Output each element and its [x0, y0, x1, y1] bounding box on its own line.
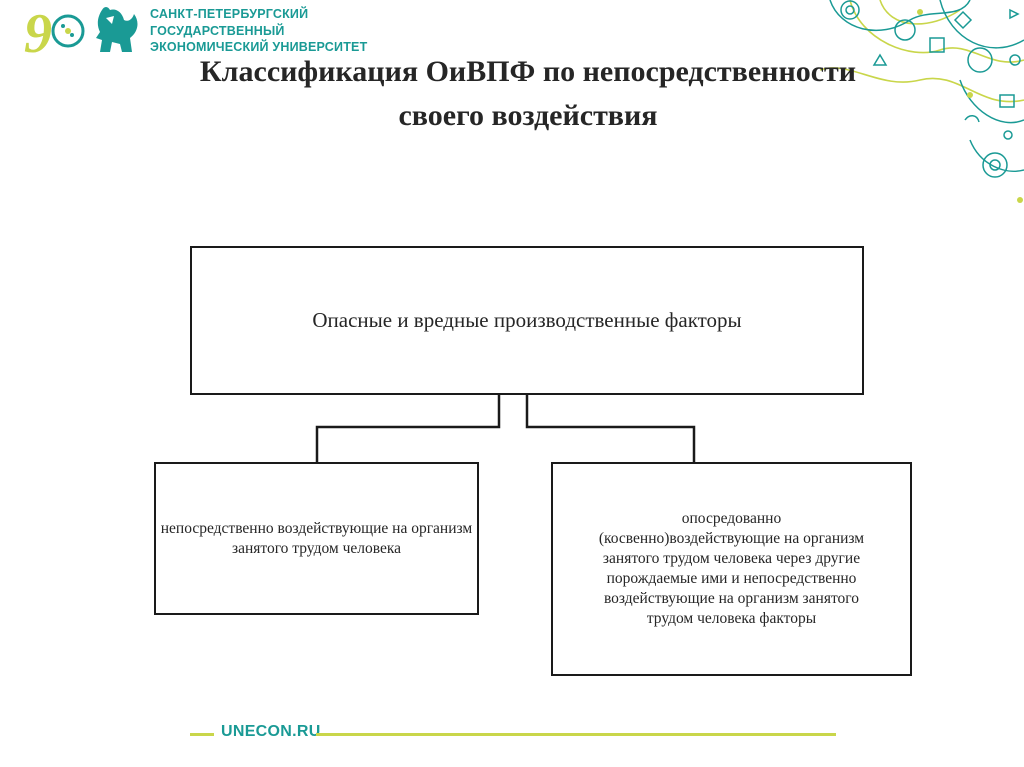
title-line-1: Классификация ОиВПФ по непосредственност… [199, 55, 857, 88]
griffin-icon [96, 7, 138, 52]
footer-site-link[interactable]: UNECON.RU [221, 723, 321, 740]
decorative-science-ornament [820, 0, 1024, 203]
indirect-line-4: порождаемые ими и непосредственно [606, 570, 857, 587]
footer-line-left [190, 733, 214, 736]
indirect-line-1: опосредованно [681, 510, 782, 527]
child-node-indirect-label: опосредованно (косвенно)воздействующие н… [599, 509, 864, 629]
root-node-label: Опасные и вредные производственные факто… [312, 308, 742, 332]
connector-left [315, 395, 501, 462]
university-logo: 9 САНКТ-ПЕТЕРБУРГСКИЙ ГОСУДАРСТВЕННЫЙ ЭК… [22, 2, 367, 60]
footer-line-right [316, 733, 836, 736]
indirect-line-6: трудом человека факторы [646, 610, 817, 627]
child-node-direct-label: непосредственно воздействующие на органи… [160, 519, 473, 557]
child-node-indirect: опосредованно (косвенно)воздействующие н… [551, 462, 912, 676]
logo-line-1: САНКТ-ПЕТЕРБУРГСКИЙ [150, 7, 309, 21]
root-node: Опасные и вредные производственные факто… [190, 246, 864, 395]
child-node-direct: непосредственно воздействующие на органи… [154, 462, 479, 615]
anniversary-90-icon: 9 [24, 3, 85, 60]
logo-line-2: ГОСУДАРСТВЕННЫЙ [150, 23, 285, 38]
title-line-2: своего воздействия [398, 99, 658, 132]
logo-line-3: ЭКОНОМИЧЕСКИЙ УНИВЕРСИТЕТ [150, 40, 368, 54]
indirect-line-2: (косвенно)воздействующие на организм [598, 530, 865, 547]
connector-right [525, 395, 696, 462]
svg-text:9: 9 [24, 3, 52, 60]
logo-text: САНКТ-ПЕТЕРБУРГСКИЙ ГОСУДАРСТВЕННЫЙ ЭКОН… [150, 6, 367, 56]
indirect-line-5: воздействующие на организм занятого [603, 590, 860, 607]
indirect-line-3: занятого трудом человека через другие [602, 550, 861, 567]
page-title: Классификация ОиВПФ по непосредственност… [60, 50, 996, 138]
